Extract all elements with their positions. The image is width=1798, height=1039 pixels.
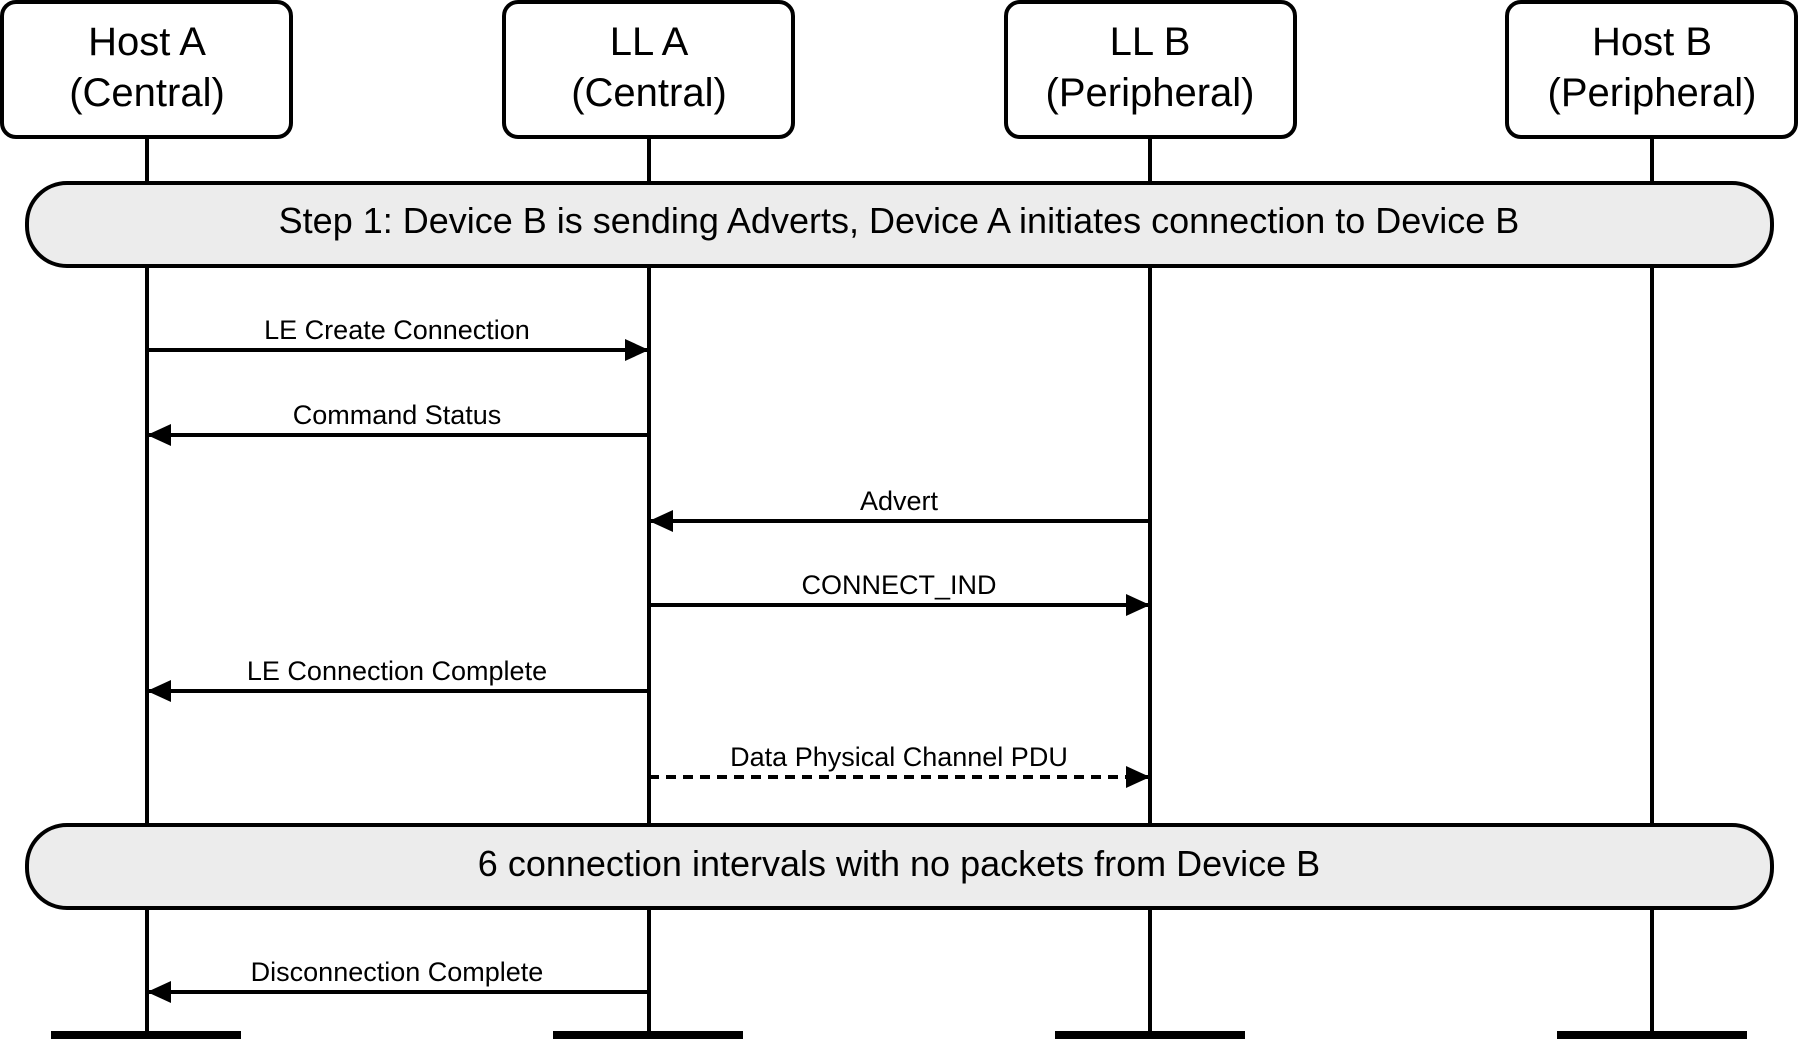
message-connect-ind: CONNECT_IND [649,570,1150,616]
actor-host-b: Host B (Peripheral) [1505,0,1798,139]
message-le-create-connection: LE Create Connection [147,315,649,361]
actor-role: (Central) [69,71,225,115]
banner-intervals: 6 connection intervals with no packets f… [25,823,1774,910]
banner-text: Step 1: Device B is sending Adverts, Dev… [279,200,1520,241]
message-label: Command Status [293,400,502,430]
actor-role: (Peripheral) [1046,71,1255,115]
banner-box [25,823,1774,910]
message-le-connection-complete: LE Connection Complete [147,656,649,702]
message-label: Advert [860,486,939,516]
message-label: LE Create Connection [264,315,530,345]
actor-box [1505,0,1798,139]
actor-name: Host B [1592,20,1712,64]
actor-box [502,0,795,139]
message-label: LE Connection Complete [247,656,547,686]
actor-box [0,0,293,139]
message-command-status: Command Status [147,400,649,446]
message-disconnection-complete: Disconnection Complete [147,957,649,1003]
actor-host-a: Host A (Central) [0,0,293,139]
actor-ll-b: LL B (Peripheral) [1004,0,1297,139]
actor-role: (Central) [571,71,727,115]
message-label: CONNECT_IND [801,570,996,600]
actor-name: LL A [610,20,689,64]
actor-ll-a: LL A (Central) [502,0,795,139]
message-advert: Advert [649,486,1150,532]
actor-name: Host A [88,20,206,64]
message-label: Disconnection Complete [251,957,544,987]
message-data-physical-channel-pdu: Data Physical Channel PDU [649,742,1150,788]
actor-name: LL B [1110,20,1191,64]
message-label: Data Physical Channel PDU [730,742,1068,772]
actor-role: (Peripheral) [1548,71,1757,115]
banner-text: 6 connection intervals with no packets f… [478,843,1320,884]
banner-box [25,181,1774,268]
actor-box [1004,0,1297,139]
banner-step1: Step 1: Device B is sending Adverts, Dev… [25,181,1774,268]
